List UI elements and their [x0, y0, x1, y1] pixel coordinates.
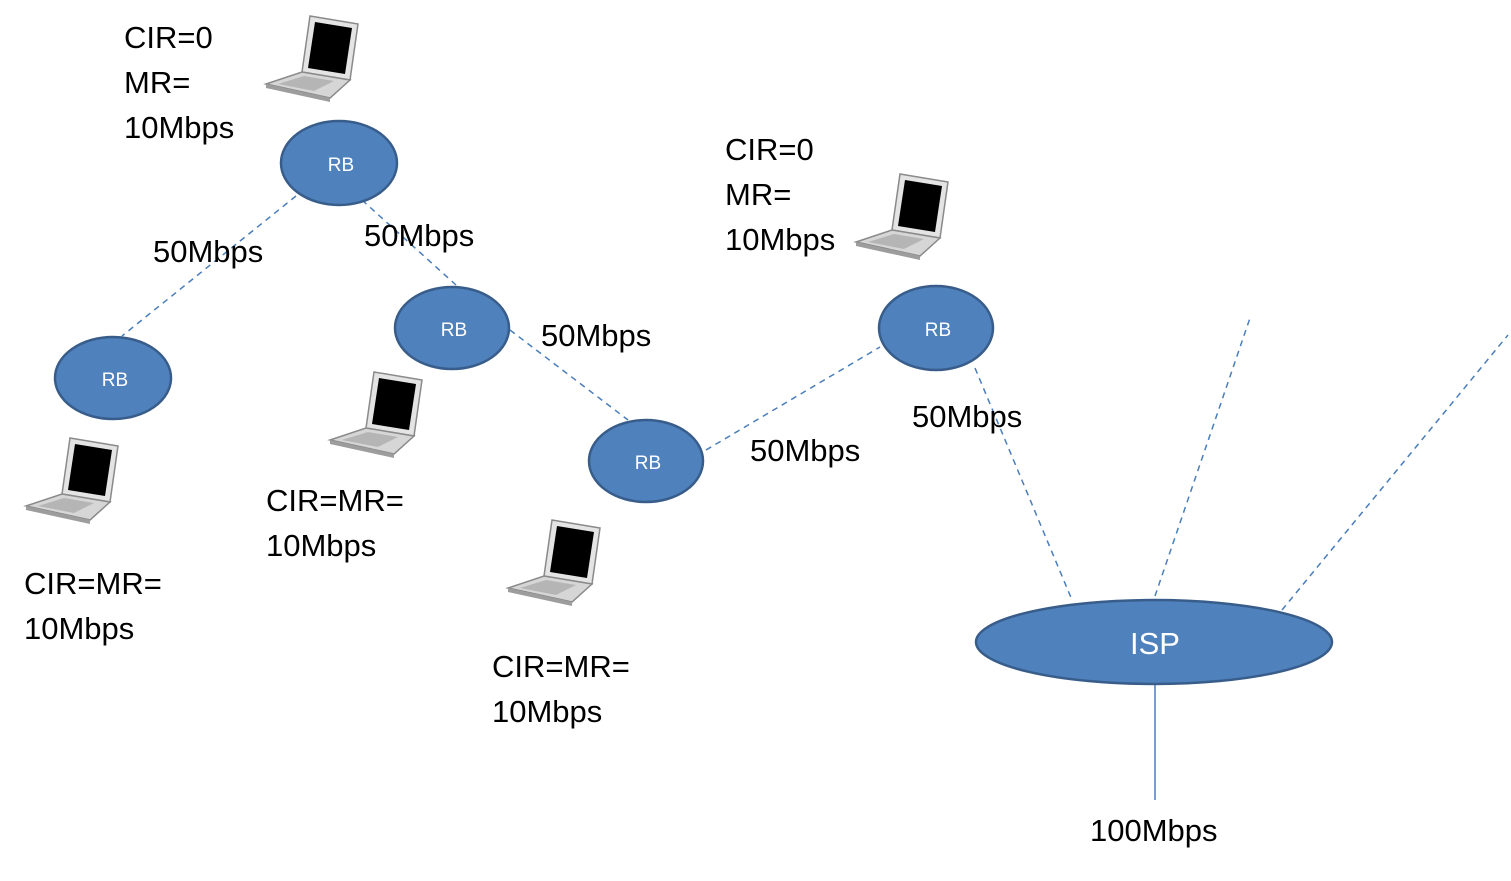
link-label-mid-low: 50Mbps: [541, 318, 652, 353]
svg-text:RB: RB: [925, 320, 951, 341]
svg-text:RB: RB: [102, 370, 128, 391]
client-rate: 10Mbps: [266, 528, 377, 563]
client-rate: 10Mbps: [24, 611, 135, 646]
isp-uplink-label: 100Mbps: [1090, 813, 1218, 848]
isp-node: ISP: [974, 598, 1334, 686]
svg-text:ISP: ISP: [1130, 626, 1180, 661]
client-label-low: CIR=MR= 10Mbps: [492, 644, 630, 734]
rb-node-left: RB: [53, 335, 173, 421]
rb-node-low: RB: [587, 418, 705, 504]
client-mr: MR=: [124, 65, 191, 100]
client-label-top: CIR=0 MR= 10Mbps: [124, 15, 234, 150]
laptop-icon: [25, 437, 119, 525]
svg-text:RB: RB: [328, 155, 354, 176]
link-mid-low: [509, 329, 629, 421]
rb-node-mid: RB: [393, 285, 511, 371]
link-label-top-left: 50Mbps: [153, 234, 264, 269]
client-rate: 10Mbps: [124, 110, 235, 145]
svg-text:RB: RB: [441, 320, 467, 341]
link-label-top-mid: 50Mbps: [364, 218, 475, 253]
link-isp-branch-2: [1281, 334, 1509, 611]
link-right-isp: [974, 367, 1073, 601]
client-cir: CIR=0: [725, 132, 814, 167]
link-label-low-right: 50Mbps: [750, 433, 861, 468]
client-mr: MR=: [725, 177, 792, 212]
link-isp-branch-1: [1154, 317, 1251, 597]
laptop-icon: [507, 519, 601, 607]
laptop-icon: [855, 173, 949, 261]
links: [121, 195, 1509, 611]
client-cir-mr: CIR=MR=: [492, 649, 630, 684]
rb-node-top: RB: [279, 119, 399, 207]
client-cir-mr: CIR=MR=: [266, 483, 404, 518]
laptop-icon: [265, 15, 359, 103]
rb-node-right: RB: [877, 284, 995, 372]
client-rate: 10Mbps: [725, 222, 836, 257]
client-cir: CIR=0: [124, 20, 213, 55]
link-label-right-isp: 50Mbps: [912, 399, 1023, 434]
link-top-left: [121, 195, 297, 337]
client-label-right: CIR=0 MR= 10Mbps: [725, 127, 835, 262]
client-label-left: CIR=MR= 10Mbps: [24, 561, 162, 651]
laptop-icon: [329, 371, 423, 459]
client-label-mid: CIR=MR= 10Mbps: [266, 478, 404, 568]
client-cir-mr: CIR=MR=: [24, 566, 162, 601]
link-low-right: [705, 346, 881, 451]
client-rate: 10Mbps: [492, 694, 603, 729]
svg-text:RB: RB: [635, 453, 661, 474]
